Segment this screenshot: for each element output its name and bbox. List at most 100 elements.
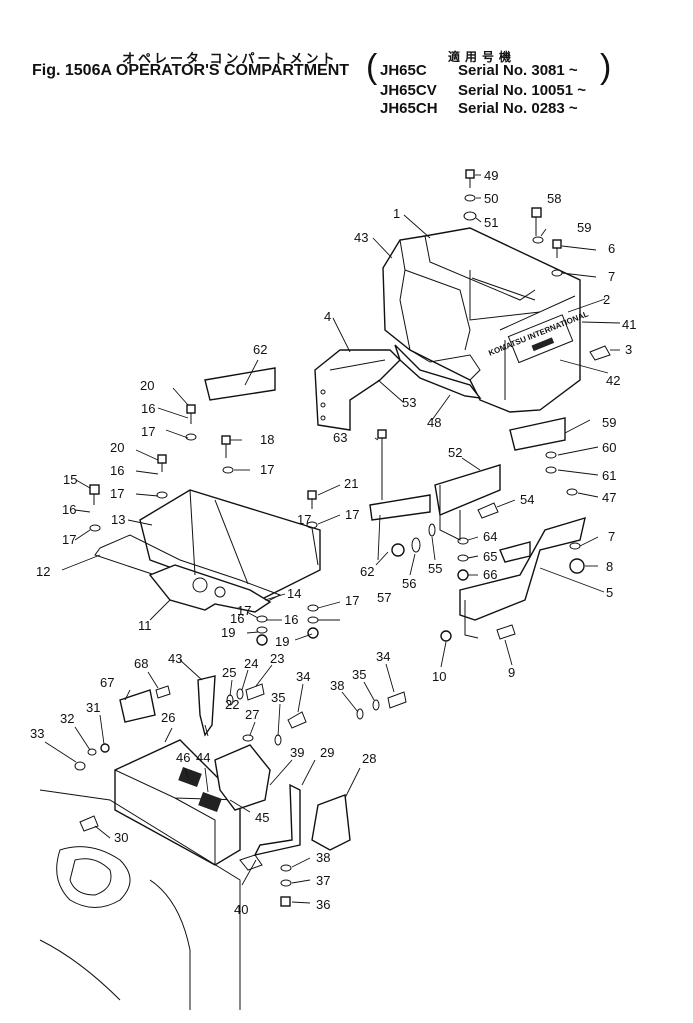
callout-label: 43 xyxy=(354,230,368,245)
japanese-serial-heading: 適用号機 xyxy=(448,50,517,64)
callout-label: 63 xyxy=(333,430,347,445)
callout-label: 58 xyxy=(547,191,561,206)
washer-icon xyxy=(256,626,268,634)
callout-label: 21 xyxy=(344,476,358,491)
callout-label: 12 xyxy=(36,564,50,579)
nut-icon xyxy=(256,634,268,646)
callout-label: 35 xyxy=(352,667,366,682)
callout-label: 10 xyxy=(432,669,446,684)
japanese-title: オペレータ コンパートメント xyxy=(122,52,338,67)
bolt-icon xyxy=(79,815,99,832)
callout-labels: 1 2 3 4 5 6 7 7 8 9 10 11 12 13 14 15 16… xyxy=(30,168,636,917)
right-paren-icon: ) xyxy=(600,48,612,86)
washer-icon xyxy=(411,537,421,553)
callout-label: 17 xyxy=(62,532,76,547)
callout-label: 8 xyxy=(606,559,613,574)
callout-label: 54 xyxy=(520,492,534,507)
callout-label: 20 xyxy=(140,378,154,393)
washer-icon xyxy=(156,491,168,499)
callout-label: 52 xyxy=(448,445,462,460)
bolt-icon xyxy=(155,685,171,699)
callout-label: 17 xyxy=(345,593,359,608)
callout-label: 17 xyxy=(110,486,124,501)
bolt-icon xyxy=(287,711,307,729)
washer-icon xyxy=(236,688,244,700)
washer-icon xyxy=(185,433,197,441)
callout-label: 59 xyxy=(602,415,616,430)
callout-label: 16 xyxy=(284,612,298,627)
callout-label: 59 xyxy=(577,220,591,235)
callout-label: 23 xyxy=(270,651,284,666)
callout-label: 30 xyxy=(114,830,128,845)
washer-icon xyxy=(87,748,97,756)
callout-label: 53 xyxy=(402,395,416,410)
left-paren-icon: ( xyxy=(366,48,378,86)
callout-label: 16 xyxy=(62,502,76,517)
callout-label: 13 xyxy=(111,512,125,527)
bolt-icon xyxy=(387,691,407,709)
callout-label: 26 xyxy=(161,710,175,725)
lower-console xyxy=(39,675,351,1010)
washer-icon xyxy=(457,537,469,545)
washer-icon xyxy=(356,708,364,720)
bolt-icon xyxy=(496,624,516,640)
callout-label: 3 xyxy=(625,342,632,357)
washer-icon xyxy=(428,523,436,537)
bolt-icon xyxy=(477,502,499,519)
bolt-icon xyxy=(221,435,231,458)
callout-label: 66 xyxy=(483,567,497,582)
callout-label: 62 xyxy=(360,564,374,579)
callout-label: 32 xyxy=(60,711,74,726)
callout-label: 45 xyxy=(255,810,269,825)
figure-title: Fig. 1506A OPERATOR'S COMPARTMENT xyxy=(32,62,350,79)
bolt-icon xyxy=(377,429,387,500)
bolt-icon xyxy=(186,404,196,424)
callout-label: 64 xyxy=(483,529,497,544)
washer-icon xyxy=(545,451,557,459)
callout-label: 29 xyxy=(320,745,334,760)
nut-icon xyxy=(440,630,452,642)
bracket-assembly xyxy=(369,417,586,639)
callout-label: 38 xyxy=(330,678,344,693)
floor-plates xyxy=(94,367,321,613)
serial-range: Serial No. 0283 ~ xyxy=(458,100,578,117)
serial-model: JH65CV xyxy=(380,82,437,99)
callout-label: 46 xyxy=(176,750,190,765)
callout-label: 1 xyxy=(393,206,400,221)
callout-label: 4 xyxy=(324,309,331,324)
washer-icon xyxy=(89,524,101,532)
callout-label: 40 xyxy=(234,902,248,917)
callout-label: 16 xyxy=(230,611,244,626)
callout-label: 22 xyxy=(225,697,239,712)
washer-icon xyxy=(306,521,318,529)
washer-icon xyxy=(307,604,319,612)
callout-label: 67 xyxy=(100,675,114,690)
callout-label: 49 xyxy=(484,168,498,183)
washer-icon xyxy=(256,615,268,623)
callout-label: 56 xyxy=(402,576,416,591)
washer-icon xyxy=(242,734,254,742)
callout-label: 36 xyxy=(316,897,330,912)
callout-label: 19 xyxy=(275,634,289,649)
nut-icon xyxy=(457,569,469,581)
callout-label: 7 xyxy=(608,269,615,284)
washer-icon xyxy=(532,236,544,244)
washer-icon xyxy=(566,488,578,496)
callout-label: 38 xyxy=(316,850,330,865)
callout-label: 24 xyxy=(244,656,258,671)
bolt-icon xyxy=(589,345,611,361)
callout-label: 18 xyxy=(260,432,274,447)
fasteners xyxy=(74,169,611,907)
callout-label: 28 xyxy=(362,751,376,766)
callout-label: 57 xyxy=(377,590,391,605)
callout-label: 33 xyxy=(30,726,44,741)
bolt-icon xyxy=(307,490,317,509)
callout-label: 60 xyxy=(602,440,616,455)
callout-label: 15 xyxy=(63,472,77,487)
callout-label: 17 xyxy=(237,603,251,618)
callout-label: 14 xyxy=(287,586,301,601)
bolt-icon xyxy=(465,169,475,188)
callout-label: 55 xyxy=(428,561,442,576)
